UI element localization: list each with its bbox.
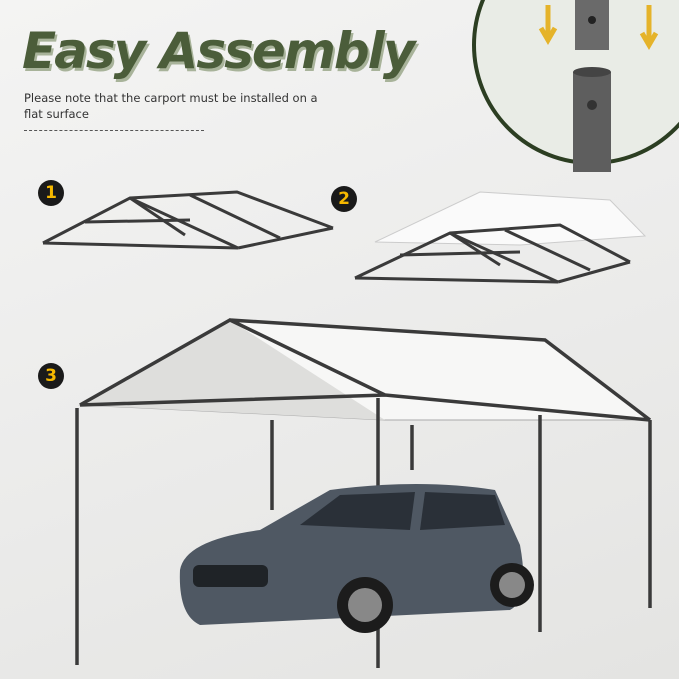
assembly-note: Please note that the carport must be ins… [24, 91, 318, 121]
step1-frame [42, 190, 334, 250]
step2-frame-cover [354, 191, 647, 284]
step-badge-3: 3 [38, 363, 64, 389]
step-badge-2: 2 [331, 186, 357, 212]
arrow-down-icon [538, 5, 558, 45]
step-badge-1: 1 [38, 180, 64, 206]
pole-detail-inset [472, 0, 679, 172]
step3-carport [75, 318, 652, 668]
page-title: Easy Assembly [22, 22, 415, 80]
arrow-down-icon [639, 5, 659, 50]
divider [24, 130, 204, 131]
